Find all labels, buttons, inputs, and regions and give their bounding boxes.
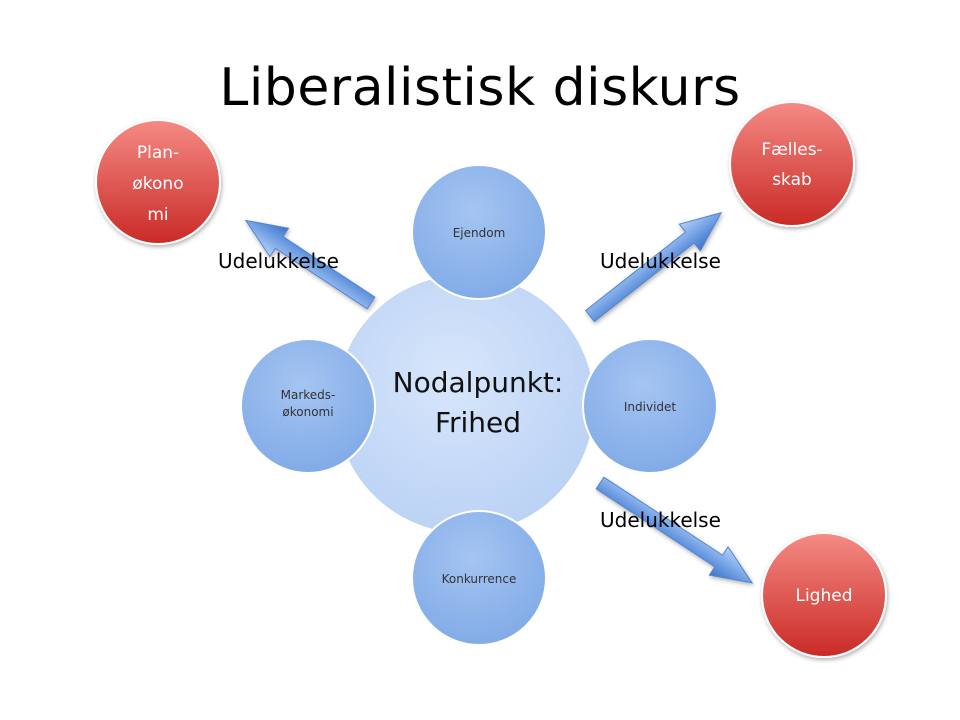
satellite-node-right: Individet — [582, 338, 718, 474]
excluded-label-top-right-line2: skab — [772, 170, 812, 190]
exclusion-arrow-left — [244, 219, 376, 310]
center-node: Nodalpunkt: Frihed — [334, 273, 596, 535]
exclusion-arrow-right-top — [584, 211, 723, 323]
excluded-node-top-right: Fælles- skab — [729, 101, 855, 227]
excluded-label-top-left-line2: økono — [132, 174, 183, 194]
exclusion-arrow-right-bottom — [595, 476, 754, 584]
arrow-label-right-bottom: Udelukkelse — [600, 508, 721, 532]
diagram-title: Liberalistisk diskurs — [219, 58, 741, 118]
satellite-label-left-line2: økonomi — [282, 405, 333, 419]
satellite-label-top: Ejendom — [453, 226, 506, 240]
excluded-label-bottom-right: Lighed — [795, 586, 852, 606]
excluded-node-top-left: Plan- økono mi — [95, 119, 221, 245]
excluded-label-top-left-line3: mi — [147, 205, 168, 225]
satellite-node-top: Ejendom — [411, 164, 547, 300]
arrow-label-right-top: Udelukkelse — [600, 249, 721, 273]
excluded-label-top-left-line1: Plan- — [137, 143, 179, 163]
satellite-node-bottom: Konkurrence — [411, 510, 547, 646]
satellite-label-bottom: Konkurrence — [442, 572, 517, 586]
satellite-label-right: Individet — [624, 400, 677, 414]
excluded-node-bottom-right: Lighed — [761, 532, 887, 658]
satellite-label-left-line1: Markeds- — [281, 388, 336, 402]
excluded-label-top-right-line1: Fælles- — [761, 140, 822, 160]
center-label-line2: Frihed — [435, 406, 521, 439]
arrow-label-left: Udelukkelse — [218, 249, 339, 273]
satellite-node-left: Markeds- økonomi — [240, 338, 376, 474]
center-label-line1: Nodalpunkt: — [393, 366, 564, 399]
